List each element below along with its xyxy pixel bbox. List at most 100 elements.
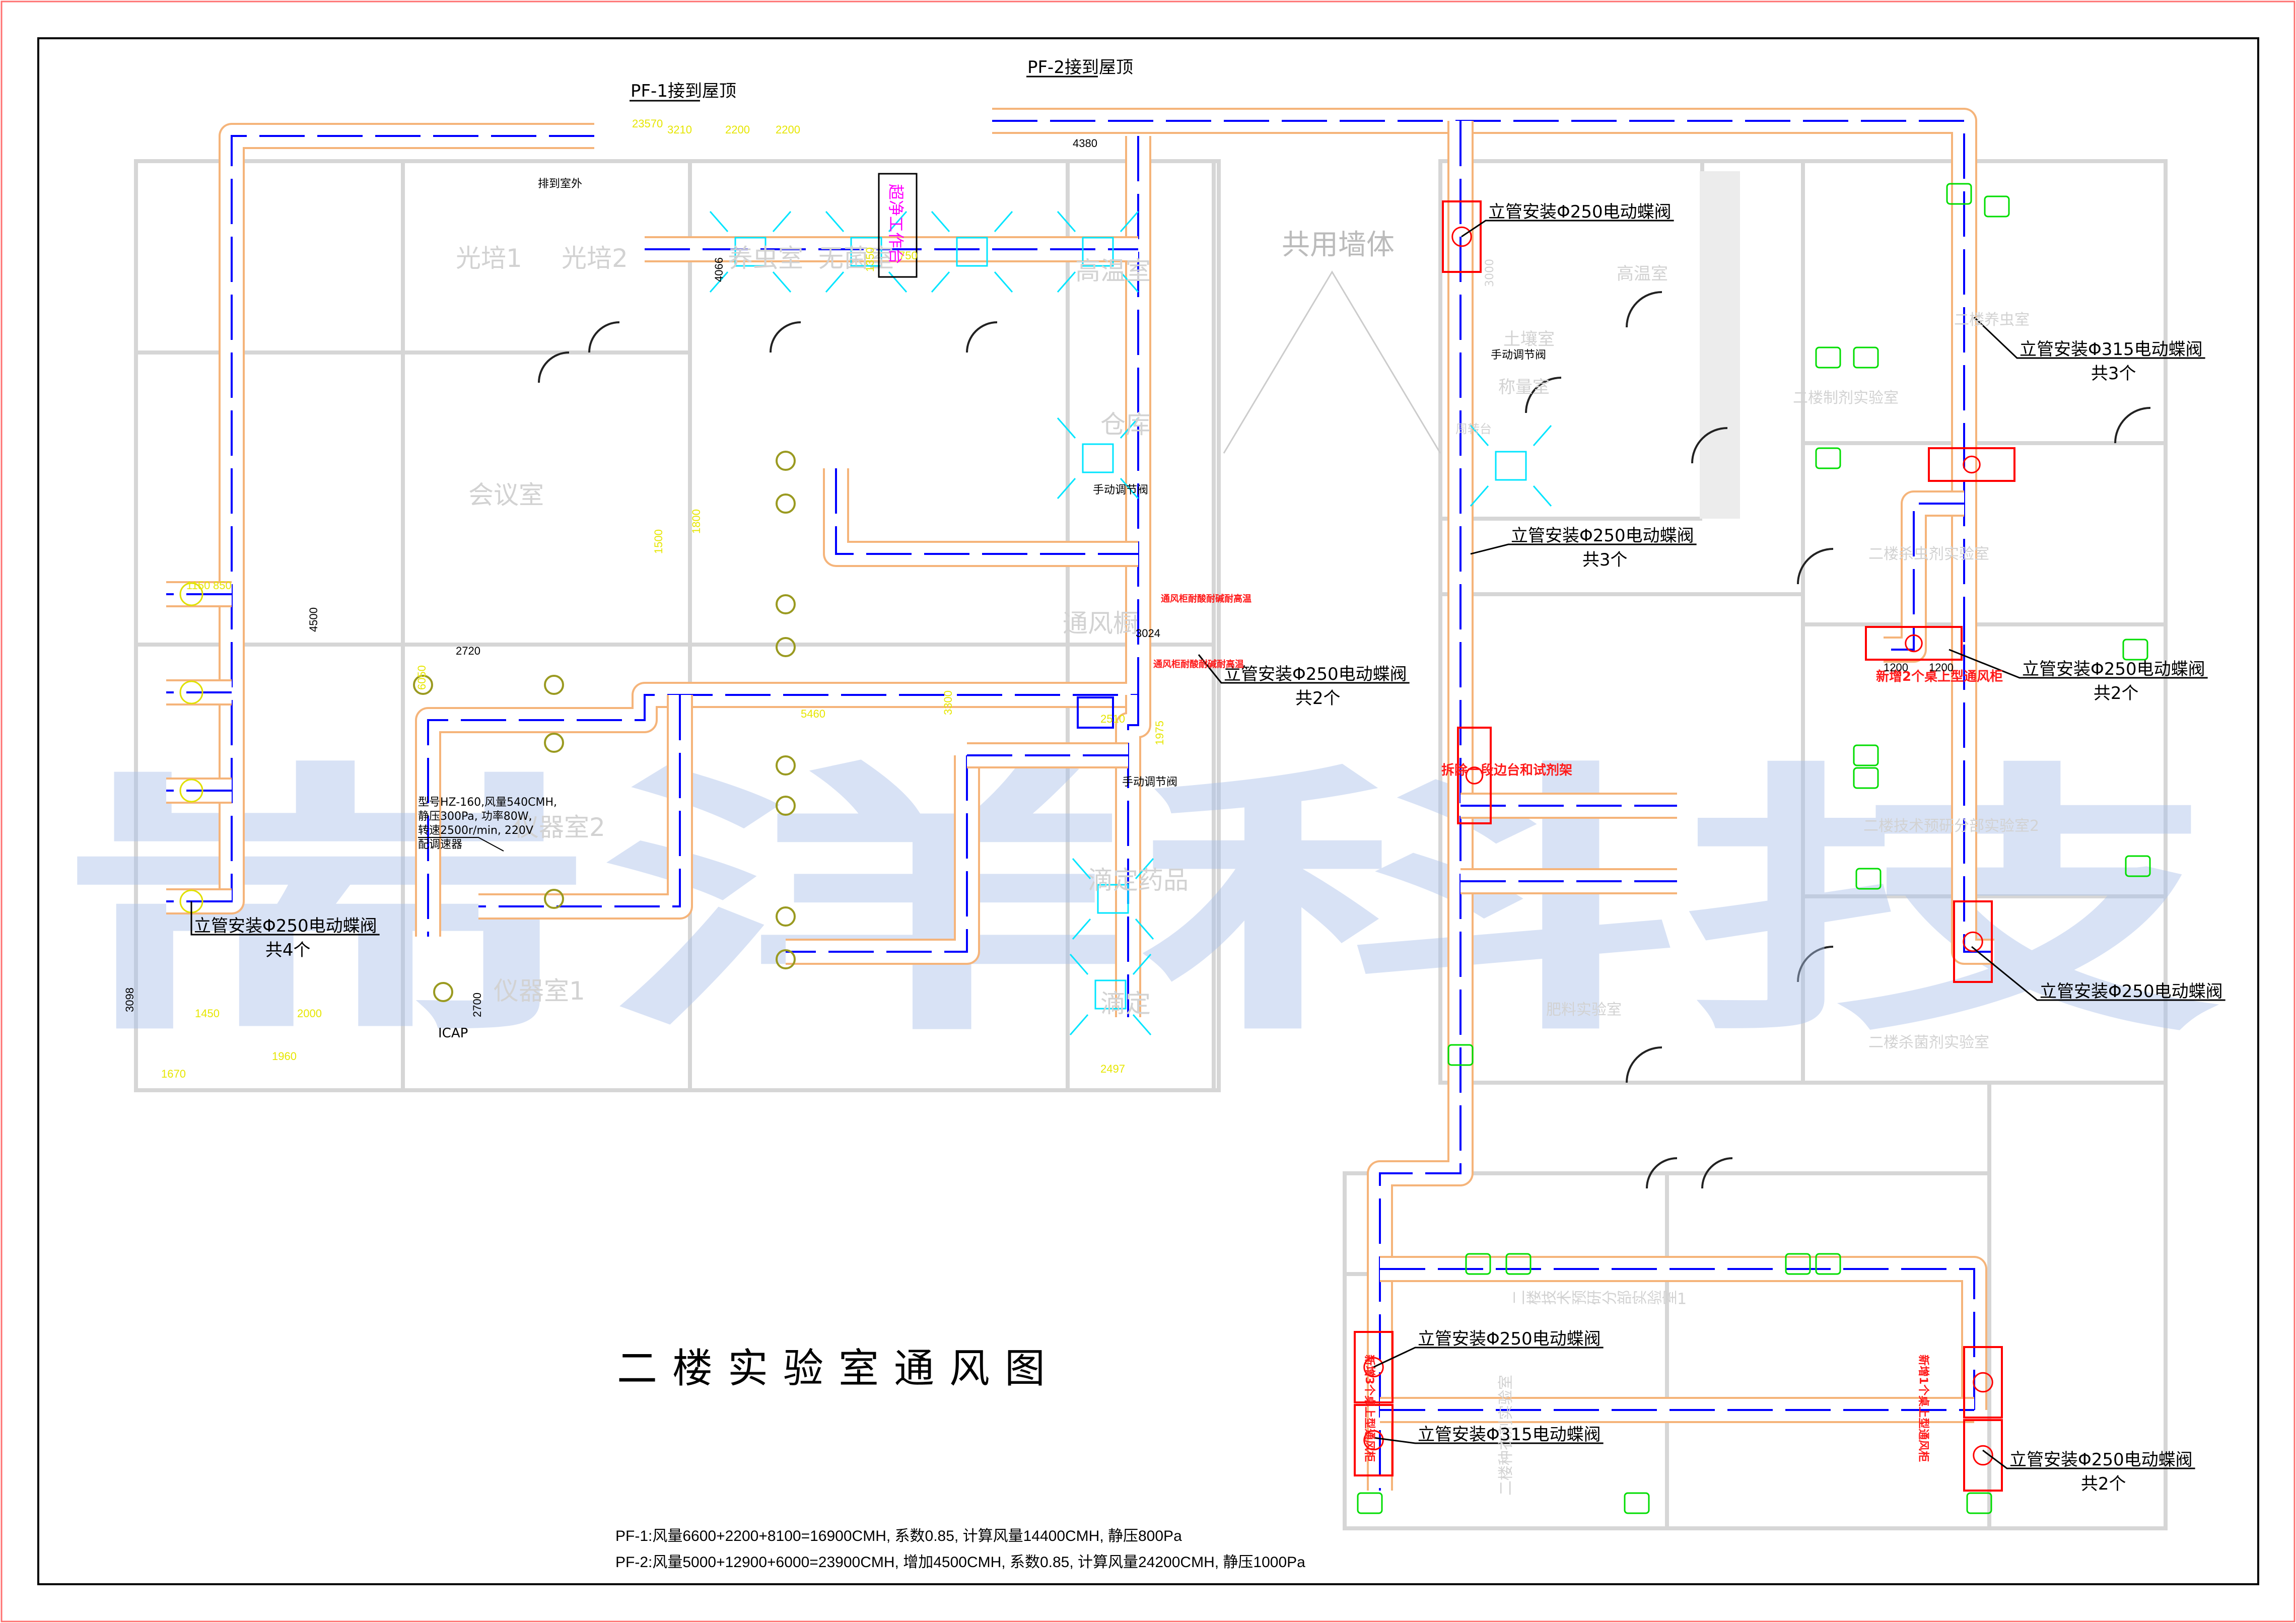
eyewash-sink <box>1815 447 1841 469</box>
faucet-icon <box>776 906 796 927</box>
valve-label: 立管安装Φ250电动蝶阀 <box>194 916 377 936</box>
room-r-shachong: 二楼杀虫剂实验室 <box>1868 545 1989 563</box>
pf1-riser-label: PF-1接到屋顶 <box>631 81 736 101</box>
air-arrow <box>1533 485 1552 507</box>
room-r-jishu2: 二楼技术预研分部实验室2 <box>1863 817 2039 835</box>
dim: 3210 <box>667 123 692 136</box>
leader-line <box>1470 543 1697 555</box>
dim: 4500 <box>307 607 320 632</box>
diffuser <box>1082 237 1114 267</box>
valve-label: 立管安装Φ250电动蝶阀 <box>2022 659 2205 679</box>
faucet-icon <box>776 755 796 775</box>
dim: 1500 <box>652 529 665 554</box>
dim: 1975 <box>1153 721 1166 745</box>
air-arrow <box>1057 417 1076 439</box>
door-swing <box>966 321 998 353</box>
eyewash-sink <box>1966 1492 1992 1514</box>
eyewash-sink <box>2125 855 2151 877</box>
leader-line <box>1198 654 1410 684</box>
faucet-icon <box>544 675 564 695</box>
dim: 1200 <box>1884 661 1908 674</box>
door-swing <box>538 351 570 383</box>
faucet-icon <box>544 733 564 753</box>
duct-centerline <box>786 755 968 953</box>
dim: 1350 <box>864 247 876 272</box>
valve-count: 共2个 <box>2094 683 2139 703</box>
clean-bench-label: 超净工作台 <box>886 184 906 264</box>
dim: 1450 <box>195 1007 220 1020</box>
dim: 23570 <box>632 117 663 130</box>
air-arrow <box>1072 919 1091 940</box>
duct-network <box>166 108 1994 1491</box>
valve-count: 共3个 <box>2091 364 2136 384</box>
door-swing <box>1626 291 1662 328</box>
dim: 6050 <box>415 665 428 690</box>
air-arrow <box>1135 858 1154 879</box>
door-swing <box>2114 407 2151 444</box>
air-arrow <box>772 271 792 293</box>
leader-line <box>1949 649 2208 679</box>
drawing-frame <box>37 37 2259 1585</box>
fan-spec: 型号HZ-160,风量540CMH, 静压300Pa, 功率80W, 转速250… <box>418 796 557 852</box>
air-arrow <box>994 271 1013 293</box>
air-arrow <box>1072 858 1091 879</box>
eyewash-sink <box>1815 346 1841 369</box>
air-arrow <box>888 271 908 293</box>
air-arrow <box>1120 211 1139 232</box>
duct-centerline <box>191 135 594 902</box>
drawing-title: 二楼实验室通风图 <box>617 1345 1060 1392</box>
fume-hoods <box>179 200 2015 1492</box>
damper-icon <box>1363 1357 1384 1378</box>
fume-hood <box>1953 900 1993 983</box>
room-tongfengchu: 通风橱 <box>1063 609 1138 638</box>
room-b-zhongyi: 二楼种衣剂实验室 <box>1497 1375 1515 1496</box>
room-r-zhiji: 二楼制剂实验室 <box>1793 389 1899 407</box>
door-swing <box>1797 946 1834 982</box>
damper-icon <box>1905 634 1923 653</box>
damper-icon <box>179 779 203 803</box>
dim: 1800 <box>690 509 703 534</box>
leader-line <box>1373 1437 1604 1444</box>
air-arrow <box>1120 417 1139 439</box>
air-arrow <box>1533 425 1552 446</box>
manual-damper-label-1: 手动调节阀 <box>1122 776 1177 789</box>
air-arrow <box>1132 954 1152 975</box>
dim: 1960 <box>272 1050 297 1063</box>
sinks <box>413 183 2151 1514</box>
room-diding2: 滴定 <box>1100 989 1151 1018</box>
door-swing <box>588 321 620 353</box>
air-arrow <box>888 211 908 232</box>
manual-damper-label-2: 手动调节阀 <box>1491 349 1546 362</box>
leader-line <box>1461 220 1674 238</box>
valve-label: 立管安装Φ250电动蝶阀 <box>1224 664 1407 684</box>
faucet-icon <box>776 796 796 816</box>
air-arrow <box>1470 425 1489 446</box>
fume-hood <box>1354 1331 1394 1403</box>
damper-icon <box>1963 455 1981 474</box>
fan-spec-line: 型号HZ-160,风量540CMH, <box>418 796 557 809</box>
dimensions: 23570 3210 2200 2200 4380 4066 1350 750 … <box>123 117 1954 1080</box>
note-hood-spec-1: 通风柜耐酸耐碱耐高温 <box>1161 593 1251 604</box>
duct-centerline <box>1963 645 1994 953</box>
note-pf1: PF-1:风量6600+2200+8100=16900CMH, 系数0.85, … <box>615 1528 1182 1544</box>
doors <box>538 291 2151 1189</box>
dim: 4380 <box>1073 137 1097 150</box>
fan-spec-line: 配调速器 <box>418 838 462 851</box>
room-yiqi2: 仪器室2 <box>514 813 605 842</box>
eyewash-sink <box>1984 195 2010 218</box>
faucet-icon <box>413 675 433 695</box>
faucet-icon <box>776 451 796 471</box>
damper-icon <box>179 680 203 704</box>
air-arrow <box>1057 478 1076 499</box>
dim: 2700 <box>471 993 483 1017</box>
valve-count: 共3个 <box>1582 550 1628 570</box>
diffuser <box>850 237 882 267</box>
diffuser <box>1495 451 1527 481</box>
wall-outline <box>1987 1081 2168 1530</box>
sink <box>1077 696 1114 729</box>
air-arrow <box>994 211 1013 232</box>
duct-centerline <box>992 120 1965 645</box>
air-arrow <box>1120 271 1139 293</box>
air-arrow <box>1069 954 1089 975</box>
eyewash-sink <box>1785 1253 1811 1275</box>
